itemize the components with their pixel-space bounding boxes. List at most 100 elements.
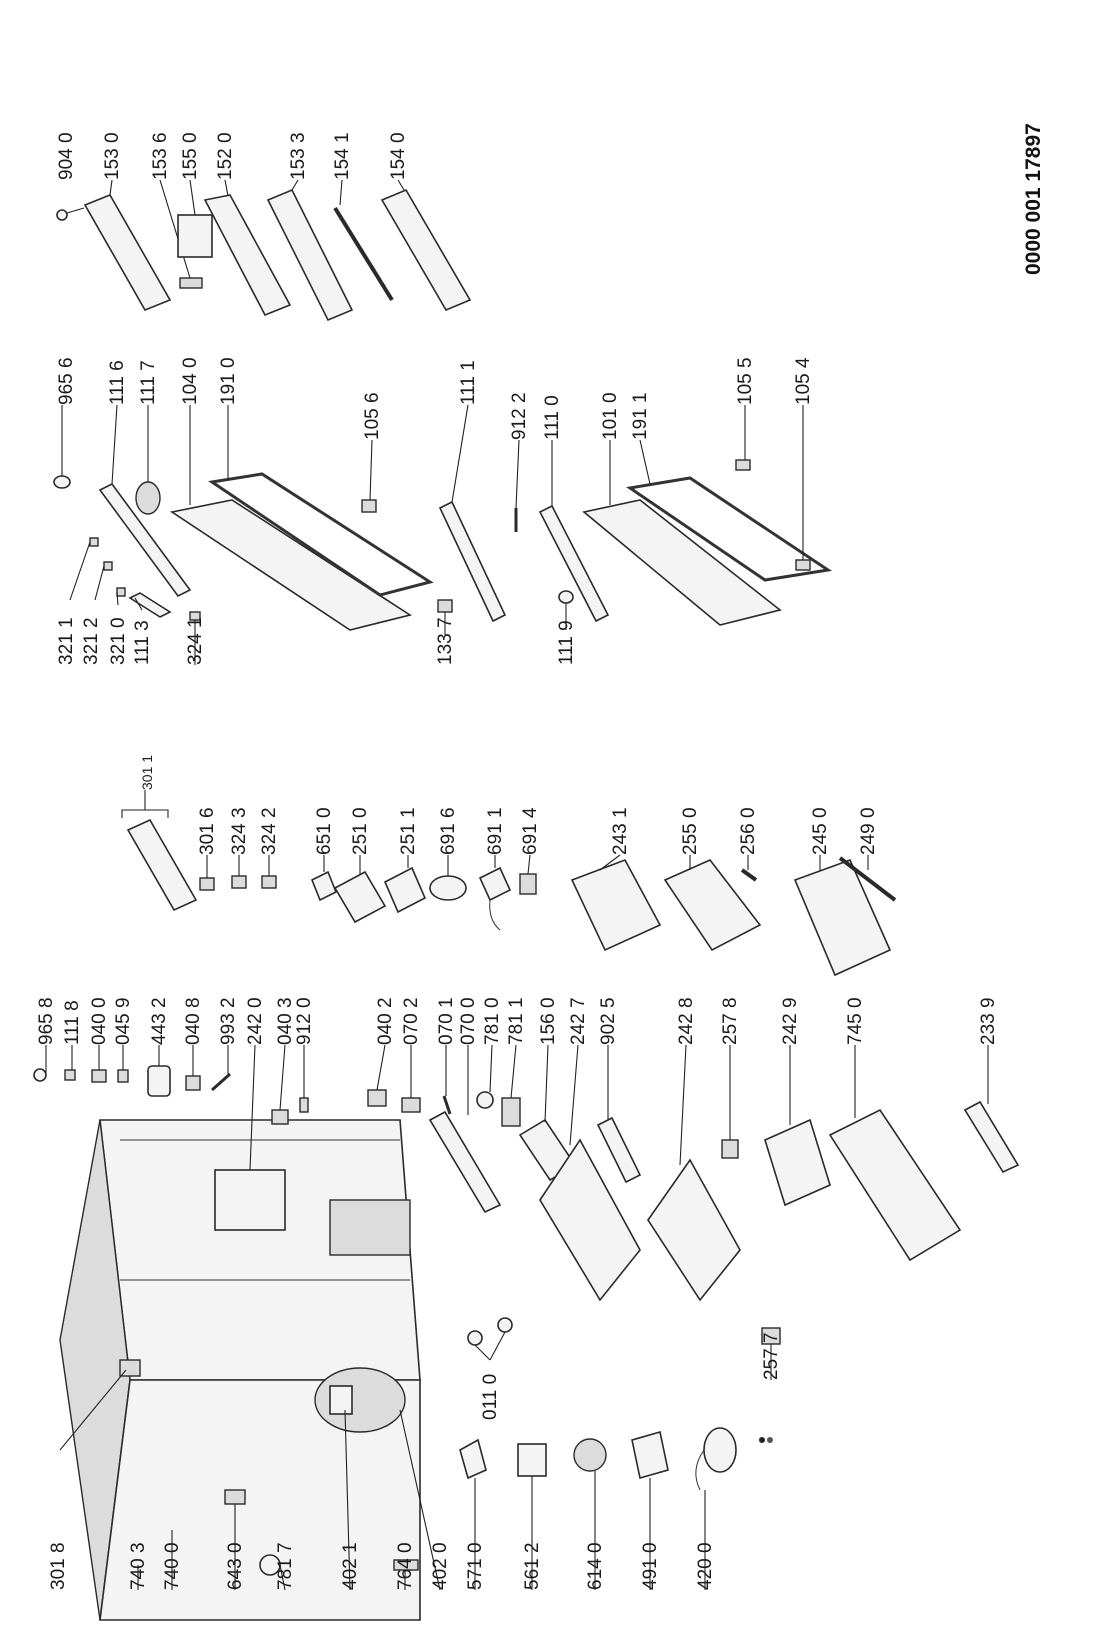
label-0702: 070 2 — [401, 997, 422, 1045]
part-3212-screw — [103, 561, 113, 571]
part-9932-screw — [211, 1072, 231, 1092]
label-1113: 111 3 — [132, 620, 153, 665]
label-3242: 324 2 — [259, 807, 280, 855]
dot-marker — [759, 1437, 765, 1443]
label-3018: 301 8 — [48, 1542, 69, 1590]
label-1560: 156 0 — [538, 997, 559, 1045]
part-7640-bracket — [393, 1559, 419, 1571]
part-1520-door-bin — [203, 194, 292, 317]
part-9040-cap — [56, 209, 68, 221]
label-1550: 155 0 — [180, 132, 201, 180]
label-2428: 242 8 — [676, 997, 697, 1045]
part-2578-slide — [721, 1139, 739, 1159]
label-7450: 745 0 — [845, 997, 866, 1045]
part-0408-hinge — [185, 1075, 201, 1091]
part-6430-plate — [224, 1489, 246, 1505]
label-9122: 912 2 — [509, 392, 530, 440]
shelves-controls-group: 301 1 301 6 324 3 324 2 651 0 251 0 251 … — [121, 755, 897, 977]
label-1119: 111 9 — [556, 620, 577, 665]
document-number: 0000 001 17897 — [1022, 123, 1045, 275]
part-3016-knob — [199, 877, 215, 891]
label-9656: 965 6 — [56, 357, 77, 405]
part-0700-base-rail — [428, 1110, 502, 1214]
part-3243-switch — [231, 875, 247, 889]
label-1010: 101 0 — [600, 392, 621, 440]
label-0400: 040 0 — [89, 997, 110, 1045]
part-1540-door-bin — [380, 188, 472, 312]
part-0459-pin — [117, 1069, 129, 1083]
part-9025-cover — [596, 1116, 642, 1184]
part-5612-starter — [517, 1443, 547, 1477]
part-2420-drawer-small — [214, 1169, 286, 1231]
part-2427-crisper — [539, 1138, 641, 1302]
label-1116: 111 6 — [107, 360, 128, 405]
part-2429-drawer — [764, 1118, 831, 1207]
part-3242-switch — [261, 875, 277, 889]
part-5710-part — [459, 1438, 487, 1480]
label-4432: 443 2 — [149, 997, 170, 1045]
label-2431: 243 1 — [610, 807, 631, 855]
label-1536: 153 6 — [150, 132, 171, 180]
label-1117: 111 7 — [138, 360, 159, 405]
part-0400-hinge — [91, 1069, 107, 1083]
label-7810: 781 0 — [482, 997, 503, 1045]
label-1533: 153 3 — [288, 132, 309, 180]
label-2510: 251 0 — [350, 807, 371, 855]
part-1056-hinge — [361, 499, 377, 513]
bracket-3011 — [121, 809, 169, 818]
part-1541-rail — [333, 206, 394, 302]
label-3016: 301 6 — [197, 807, 218, 855]
part-4432-cover — [147, 1065, 171, 1097]
part-3210-screw — [116, 587, 126, 597]
part-0402-hinge — [367, 1089, 387, 1107]
part-2490-shelf-rail — [838, 856, 897, 902]
label-0459: 045 9 — [113, 997, 134, 1045]
part-6510-thermostat — [310, 870, 338, 902]
label-5612: 561 2 — [522, 1542, 543, 1590]
part-2339-kickplate — [963, 1100, 1020, 1174]
part-1116-handle — [98, 482, 192, 598]
part-9656-plug — [53, 475, 71, 489]
label-1110: 111 0 — [542, 395, 563, 440]
label-2420: 242 0 — [245, 997, 266, 1045]
part-evaporator — [329, 1199, 411, 1256]
label-1520: 152 0 — [215, 132, 236, 180]
label-0110: 011 0 — [480, 1374, 501, 1420]
label-3241: 324 1 — [185, 617, 206, 665]
label-0408: 040 8 — [183, 997, 204, 1045]
label-2578: 257 8 — [720, 997, 741, 1045]
label-6430: 643 0 — [225, 1542, 246, 1590]
label-7817: 781 7 — [275, 1542, 296, 1590]
part-1110-handle — [538, 504, 610, 623]
label-0701: 070 1 — [436, 997, 457, 1045]
part-0702-bracket — [401, 1097, 421, 1113]
label-2450: 245 0 — [810, 807, 831, 855]
label-7811: 781 1 — [506, 997, 527, 1045]
label-3211: 321 1 — [56, 617, 77, 665]
part-1054-hinge — [795, 559, 811, 571]
part-1910-upper-gasket — [208, 472, 434, 597]
part-2550-glass-shelf — [663, 859, 762, 952]
label-4200: 420 0 — [695, 1542, 716, 1590]
label-2577: 257 7 — [761, 1332, 782, 1380]
part-3011-control-panel — [126, 818, 198, 912]
part-7811-grill — [501, 1097, 521, 1127]
part-4910-cover — [631, 1430, 669, 1480]
part-1118-plug — [64, 1069, 76, 1081]
part-2428-drawer — [647, 1158, 741, 1302]
label-6140: 614 0 — [585, 1542, 606, 1590]
label-2560: 256 0 — [738, 807, 759, 855]
label-7400: 740 0 — [162, 1542, 183, 1590]
label-1337: 133 7 — [435, 617, 456, 665]
label-1054: 105 4 — [793, 357, 814, 405]
label-2490: 249 0 — [858, 807, 879, 855]
label-5710: 571 0 — [465, 1542, 486, 1590]
part-1055-hinge — [735, 459, 751, 471]
label-6911: 691 1 — [485, 807, 506, 855]
label-3210: 321 0 — [108, 617, 129, 665]
part-1040-upper-door — [169, 499, 412, 631]
part-1119-plug — [558, 590, 574, 604]
label-2550: 255 0 — [680, 807, 701, 855]
